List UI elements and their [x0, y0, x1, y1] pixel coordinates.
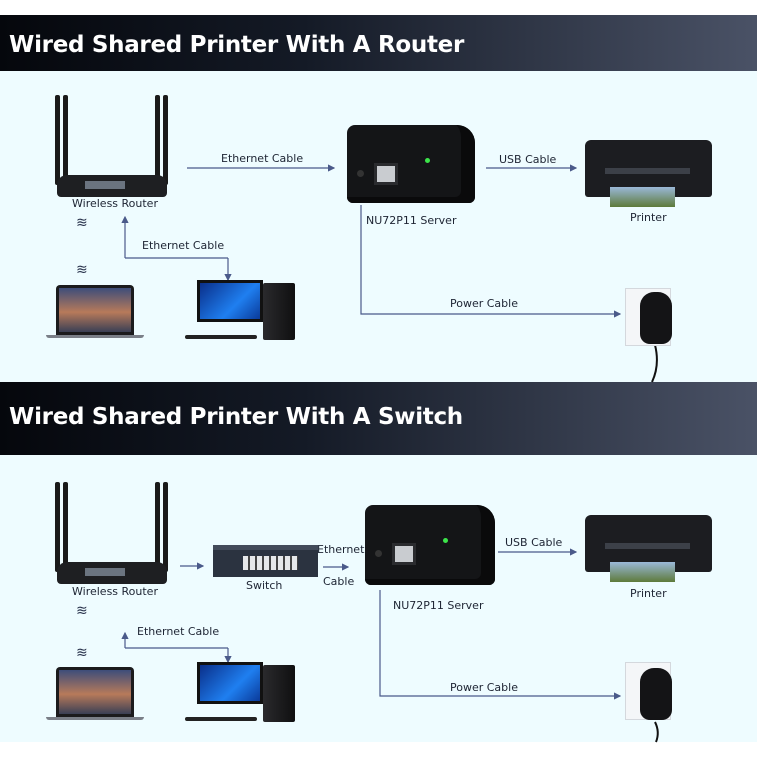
power-cable-label: Power Cable [450, 297, 518, 310]
print-server-device [347, 125, 475, 203]
server-label: NU72P11 Server [393, 599, 484, 612]
section-title: Wired Shared Printer With A Router [9, 32, 465, 58]
wifi-icon: ≋ [76, 262, 88, 278]
section-header-switch: Wired Shared Printer With A Switch [0, 382, 757, 455]
router-label: Wireless Router [72, 585, 158, 598]
keyboard [185, 335, 257, 339]
power-cable-label: Power Cable [450, 681, 518, 694]
wifi-icon: ≋ [76, 603, 88, 619]
ethernet-label: Ethernet [317, 543, 365, 556]
power-adapter [640, 292, 672, 344]
desktop-tower [263, 283, 295, 340]
section-title: Wired Shared Printer With A Switch [9, 404, 463, 430]
network-switch [213, 545, 318, 577]
laptop [56, 667, 134, 717]
desktop-tower [263, 665, 295, 722]
led-indicator [443, 538, 448, 543]
router-label: Wireless Router [72, 197, 158, 210]
server-label: NU72P11 Server [366, 214, 457, 227]
desktop-monitor [197, 280, 263, 322]
usb-cable-label: USB Cable [505, 536, 563, 549]
power-arrow [379, 590, 622, 700]
desktop-monitor [197, 662, 263, 704]
cable-label: Cable [323, 575, 355, 588]
printer-label: Printer [630, 587, 667, 600]
switch-label: Switch [246, 579, 283, 592]
printer-label: Printer [630, 211, 667, 224]
print-server-device [365, 505, 495, 585]
ethernet-cable-label: Ethernet Cable [142, 239, 225, 252]
led-indicator [425, 158, 430, 163]
keyboard [185, 717, 257, 721]
laptop [56, 285, 134, 335]
power-arrow [360, 205, 622, 318]
power-adapter [640, 668, 672, 720]
printer-device [585, 140, 712, 207]
section-header-router: Wired Shared Printer With A Router [0, 15, 757, 71]
wifi-icon: ≋ [76, 215, 88, 231]
usb-cable-label: USB Cable [499, 153, 557, 166]
wifi-icon: ≋ [76, 645, 88, 661]
ethernet-cable-label: Ethernet Cable [221, 152, 304, 165]
printer-device [585, 515, 712, 582]
ethernet-cable-label: Ethernet Cable [137, 625, 220, 638]
